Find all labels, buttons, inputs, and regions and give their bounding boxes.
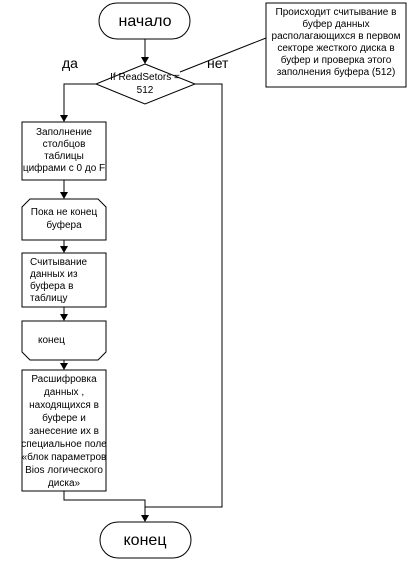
branch-yes-label: да (62, 55, 78, 71)
arrowhead (60, 246, 68, 253)
process-line: Bios логического (25, 465, 103, 476)
process-line: находящихся в (29, 400, 99, 411)
loop-start-line: буфера (46, 219, 82, 231)
arrowhead (141, 57, 149, 64)
process-line: Расшифровка (31, 373, 97, 385)
decode-data-process (21, 369, 107, 492)
process-line: столбцов (43, 138, 86, 150)
edge-yes-to-fill (63, 83, 96, 116)
end-label: конец (124, 532, 167, 549)
edge-no-to-end (144, 83, 223, 516)
process-line: данных из (30, 269, 78, 280)
end-terminator (99, 521, 192, 559)
decode-data-text: Расшифровка данных , находящихся в буфер… (21, 373, 107, 489)
loop-end (21, 320, 107, 361)
start-terminator (98, 2, 191, 40)
fill-table-process (21, 121, 107, 181)
comment-line: буфер и проверка этого (281, 54, 392, 66)
process-line: Заполнение (36, 127, 92, 138)
loop-end-label: конец (38, 335, 65, 346)
start-label: начало (118, 13, 171, 30)
decision-label-line2: 512 (137, 85, 154, 96)
comment-line: заполнения буфера (512) (277, 66, 396, 78)
comment-line: буфер данных (302, 18, 369, 30)
process-line: таблицу (30, 292, 67, 304)
read-buffer-text: Считывание данных из буфера в таблицу (30, 257, 88, 304)
process-line: специальное поле (21, 439, 107, 450)
loop-start (21, 198, 107, 241)
process-line: таблицы (44, 150, 84, 162)
decision-label-line1: If ReadSetors = (110, 72, 180, 83)
process-line: буфера в (30, 280, 73, 292)
arrowhead (60, 363, 68, 370)
comment-box (265, 2, 407, 88)
comment-text: Происходит считывание в буфер данных рас… (272, 7, 401, 78)
process-line: диска» (48, 478, 81, 489)
comment-line: секторе жесткого диска в (277, 43, 394, 54)
arrowhead (60, 115, 68, 122)
process-line: буфере и (42, 412, 86, 424)
arrowhead (141, 515, 149, 522)
process-line: «блок параметров (22, 451, 107, 463)
arrowhead (60, 314, 68, 321)
process-line: Считывание (30, 257, 88, 268)
fill-table-text: Заполнение столбцов таблицы цифрами с 0 … (23, 127, 105, 174)
branch-no-label: нет (207, 55, 229, 71)
decision-diamond (94, 63, 197, 105)
comment-line: Происходит считывание в (276, 7, 397, 18)
loop-start-line: Пока не конец (31, 207, 98, 218)
edge-decode-to-end (63, 491, 146, 516)
read-buffer-process (21, 252, 107, 308)
comment-line: располагающихся в первом (272, 31, 401, 42)
comment-connector (179, 37, 267, 73)
arrowhead (60, 192, 68, 199)
process-line: занесение их в (29, 426, 99, 437)
process-line: данных , (44, 387, 84, 398)
process-line: цифрами с 0 до F (23, 162, 105, 174)
